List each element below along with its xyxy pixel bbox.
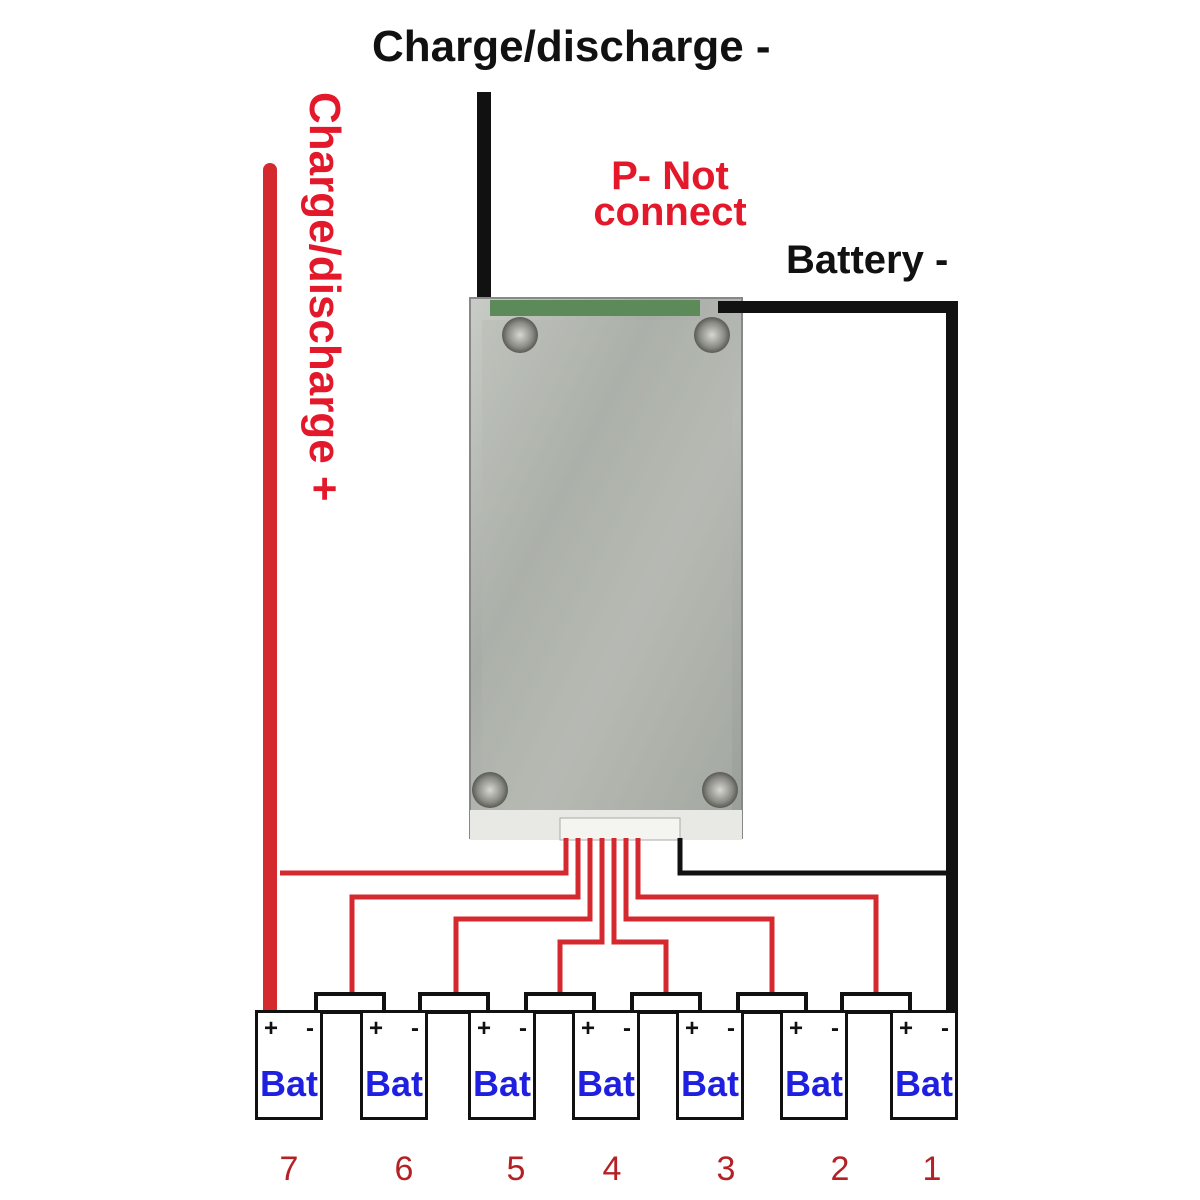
- battery-cell-6: +- Bat: [360, 1010, 428, 1120]
- label-p-not-connect: P- Not connect: [560, 154, 780, 234]
- minus-sign: -: [411, 1015, 419, 1042]
- battery-number: 1: [922, 1150, 942, 1188]
- battery-cell-1: +- Bat: [890, 1010, 958, 1120]
- battery-number: 6: [394, 1150, 414, 1188]
- battery-cell-4: +- Bat: [572, 1010, 640, 1120]
- screw-icon: [702, 772, 738, 808]
- minus-sign: -: [306, 1015, 314, 1042]
- battery-number: 3: [716, 1150, 736, 1188]
- battery-number: 2: [830, 1150, 850, 1188]
- minus-sign: -: [623, 1015, 631, 1042]
- plus-sign: +: [899, 1015, 914, 1042]
- battery-label: Bat: [364, 1063, 423, 1104]
- battery-label: Bat: [259, 1063, 318, 1104]
- label-battery-negative: Battery -: [786, 238, 949, 282]
- plus-sign: +: [477, 1015, 492, 1042]
- label-p-not-connect-line2: connect: [593, 190, 747, 234]
- plus-sign: +: [264, 1015, 279, 1042]
- label-charge-discharge-negative: Charge/discharge -: [372, 22, 771, 71]
- battery-label: Bat: [784, 1063, 843, 1104]
- battery-cell-3: +- Bat: [676, 1010, 744, 1120]
- plus-sign: +: [685, 1015, 700, 1042]
- minus-sign: -: [519, 1015, 527, 1042]
- minus-sign: -: [727, 1015, 735, 1042]
- battery-number: 5: [506, 1150, 526, 1188]
- plus-sign: +: [369, 1015, 384, 1042]
- battery-number: 4: [602, 1150, 622, 1188]
- label-charge-discharge-positive: Charge/discharge +: [300, 92, 349, 502]
- battery-cell-7: +- Bat: [255, 1010, 323, 1120]
- battery-label: Bat: [576, 1063, 635, 1104]
- battery-cell-5: +- Bat: [468, 1010, 536, 1120]
- battery-cell-2: +- Bat: [780, 1010, 848, 1120]
- minus-sign: -: [941, 1015, 949, 1042]
- bms-board: [469, 297, 743, 841]
- battery-series-links: [314, 992, 912, 1014]
- screw-icon: [502, 317, 538, 353]
- battery-label: Bat: [680, 1063, 739, 1104]
- plus-sign: +: [789, 1015, 804, 1042]
- wire-battery-neg: [718, 301, 958, 1010]
- balance-connector: [559, 817, 681, 841]
- label-p-not-connect-line1: P- Not: [611, 154, 729, 198]
- battery-label: Bat: [894, 1063, 953, 1104]
- minus-sign: -: [831, 1015, 839, 1042]
- screw-icon: [694, 317, 730, 353]
- battery-number: 7: [279, 1150, 299, 1188]
- balance-wires: [280, 838, 946, 995]
- plus-sign: +: [581, 1015, 596, 1042]
- battery-label: Bat: [472, 1063, 531, 1104]
- screw-icon: [472, 772, 508, 808]
